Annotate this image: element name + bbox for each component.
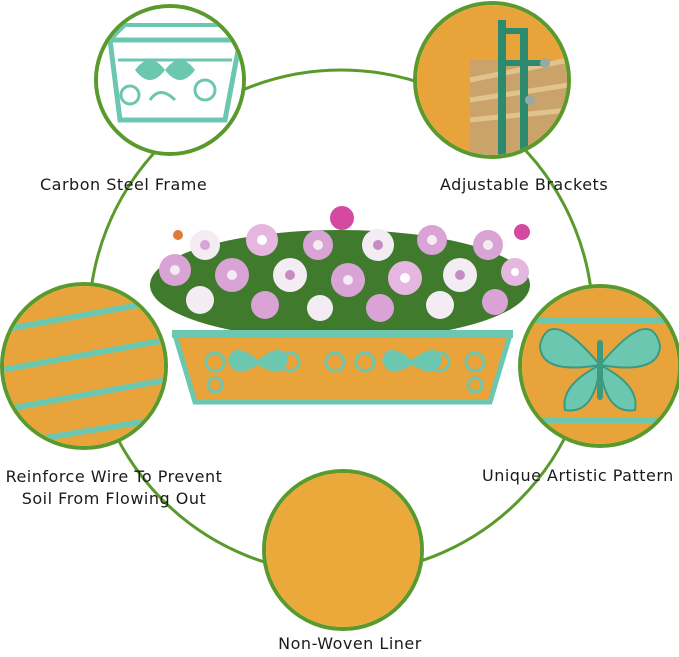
wire-label: Reinforce Wire To Prevent Soil From Flow… — [5, 467, 223, 508]
pattern-label: Unique Artistic Pattern — [482, 466, 674, 485]
liner-label: Non-Woven Liner — [278, 634, 422, 653]
flower-cluster — [159, 206, 530, 322]
wire-detail-circle — [0, 282, 168, 450]
liner-detail-circle — [262, 469, 424, 631]
planter-with-flowers — [150, 206, 530, 405]
brackets-detail-circle — [413, 1, 571, 159]
frame-label: Carbon Steel Frame — [40, 175, 208, 194]
brackets-label: Adjustable Brackets — [440, 175, 609, 194]
frame-detail-circle — [94, 4, 246, 156]
pattern-detail-circle — [518, 284, 679, 448]
